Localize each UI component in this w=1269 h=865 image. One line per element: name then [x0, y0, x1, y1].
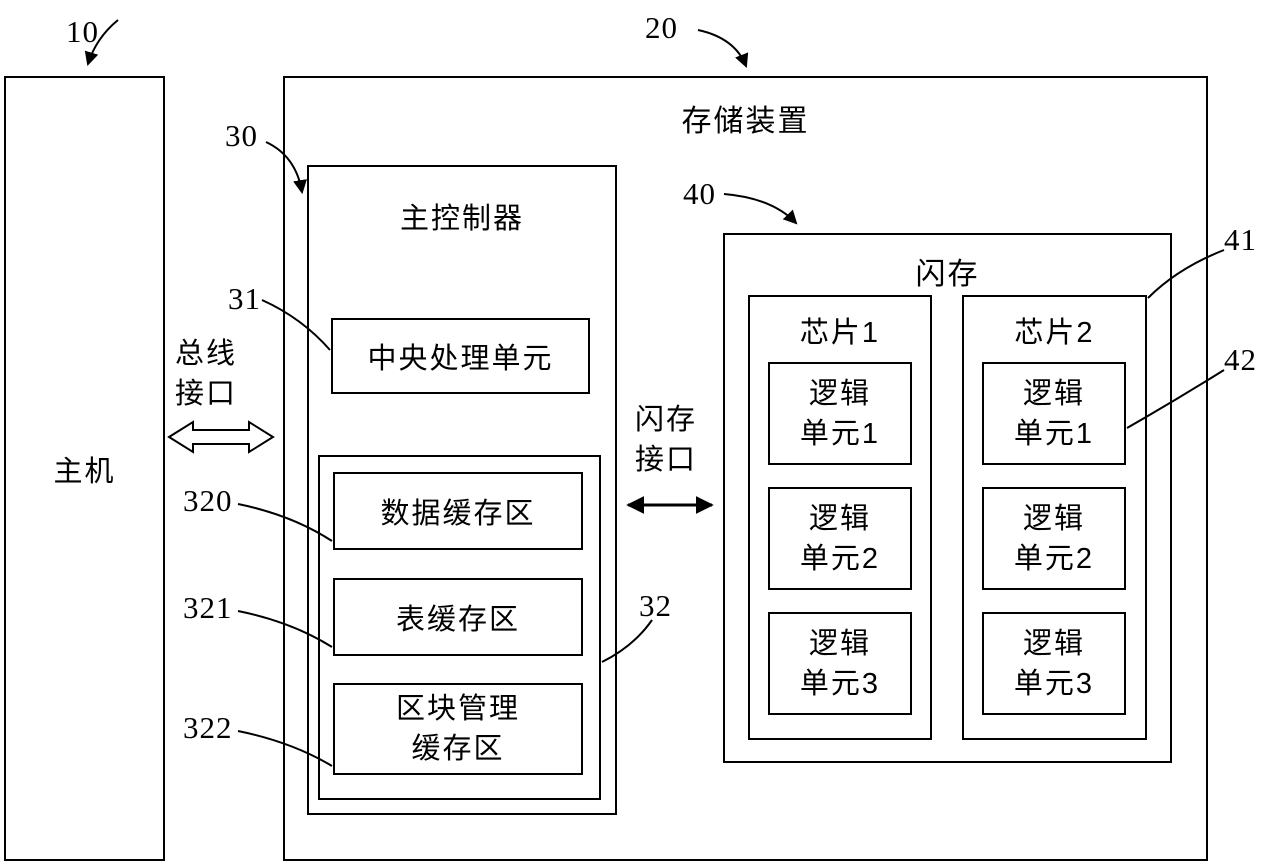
storage-device-box: 存储装置 [283, 76, 1208, 861]
host-label: 主机 [53, 455, 116, 488]
bus-interface-label-line1: 总线 [174, 338, 237, 370]
chip1-logic-unit-2-box: 逻辑 单元2 [768, 487, 912, 590]
chip1-unit3-line1: 逻辑 [808, 627, 871, 660]
ref-20-leader-arrow [697, 29, 749, 68]
chip1-unit2-line2: 单元2 [799, 542, 881, 575]
ref-32-leader [601, 619, 653, 663]
ref-label-20: 20 [645, 10, 678, 45]
data-cache-box: 数据缓存区 [333, 472, 583, 550]
chip2-unit2-line1: 逻辑 [1022, 502, 1085, 535]
flash-interface-label: 闪存 接口 [618, 400, 714, 480]
chip1-logic-unit-1-box: 逻辑 单元1 [768, 362, 912, 465]
ref-321-leader [237, 610, 333, 648]
host-box: 主机 [4, 76, 165, 861]
bus-interface-label-line2: 接口 [174, 378, 237, 410]
ref-label-32: 32 [639, 588, 672, 623]
chip1-unit1-line1: 逻辑 [808, 377, 871, 410]
data-cache-label: 数据缓存区 [380, 498, 536, 530]
ref-label-322: 322 [183, 710, 233, 745]
flash-box: 闪存 [723, 233, 1172, 763]
cpu-label: 中央处理单元 [367, 343, 554, 375]
bus-interface-label: 总线 接口 [158, 334, 254, 414]
chip2-unit2-line2: 单元2 [1013, 542, 1095, 575]
ref-label-40: 40 [683, 176, 716, 211]
table-cache-box: 表缓存区 [333, 578, 583, 656]
chip2-unit1-line2: 单元1 [1013, 417, 1095, 450]
chip1-logic-unit-3-box: 逻辑 单元3 [768, 612, 912, 715]
ref-label-31: 31 [228, 281, 261, 316]
ref-10-leader-arrow [84, 19, 119, 67]
cpu-box: 中央处理单元 [331, 318, 590, 394]
block-cache-box: 区块管理 缓存区 [333, 683, 583, 775]
chip2-title: 芯片2 [1014, 317, 1095, 349]
bus-interface-arrow [167, 420, 275, 454]
storage-device-title: 存储装置 [681, 105, 810, 138]
main-controller-title: 主控制器 [399, 203, 524, 235]
ref-40-leader-arrow [723, 193, 798, 225]
chip2-logic-unit-3-box: 逻辑 单元3 [982, 612, 1126, 715]
chip2-unit1-line1: 逻辑 [1022, 377, 1085, 410]
ref-label-321: 321 [183, 590, 233, 625]
ref-41-leader [1147, 249, 1225, 299]
chip1-unit2-line1: 逻辑 [808, 502, 871, 535]
block-cache-label-line2: 缓存区 [411, 733, 505, 765]
chip1-unit1-line2: 单元1 [799, 417, 881, 450]
chip1-unit3-line2: 单元3 [799, 667, 881, 700]
ref-label-10: 10 [66, 14, 99, 49]
flash-interface-label-line2: 接口 [634, 444, 697, 476]
chip1-title: 芯片1 [799, 317, 881, 349]
table-cache-label: 表缓存区 [395, 604, 520, 636]
ref-322-leader [237, 730, 333, 767]
ref-31-leader [261, 299, 331, 351]
chip2-logic-unit-1-box: 逻辑 单元1 [982, 362, 1126, 465]
ref-label-41: 41 [1224, 222, 1257, 257]
chip2-box: 芯片2 [962, 295, 1147, 740]
ref-label-30: 30 [225, 118, 258, 153]
ref-30-leader-arrow [265, 141, 307, 195]
block-cache-label-line1: 区块管理 [395, 693, 520, 725]
ref-320-leader [237, 503, 333, 542]
main-controller-box: 主控制器 [307, 165, 617, 815]
ref-42-leader [1126, 369, 1225, 429]
flash-title: 闪存 [915, 258, 980, 291]
chip2-logic-unit-2-box: 逻辑 单元2 [982, 487, 1126, 590]
cache-container-box [318, 455, 601, 800]
ref-label-42: 42 [1224, 342, 1257, 377]
ref-label-320: 320 [183, 483, 233, 518]
chip1-box: 芯片1 [748, 295, 932, 740]
chip2-unit3-line1: 逻辑 [1022, 627, 1085, 660]
chip2-unit3-line2: 单元3 [1013, 667, 1095, 700]
flash-interface-label-line1: 闪存 [634, 404, 697, 436]
